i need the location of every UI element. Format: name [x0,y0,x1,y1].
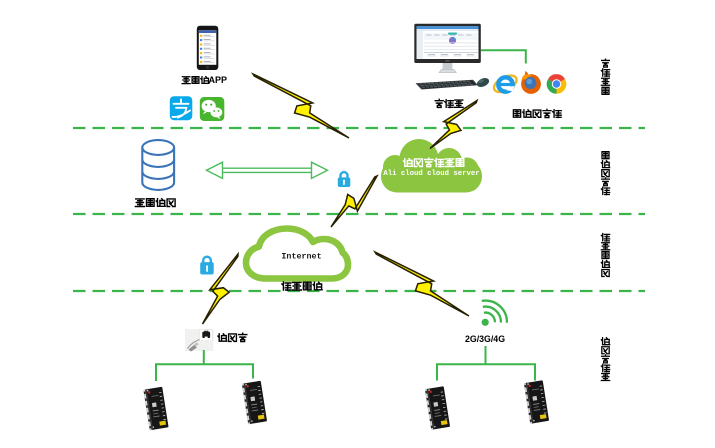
svg-text:2G/3G/4G: 2G/3G/4G [465,334,505,344]
svg-text:APP: APP [209,75,228,85]
svg-text:Ali cloud cloud server: Ali cloud cloud server [383,170,479,178]
svg-text:Internet: Internet [281,251,321,261]
